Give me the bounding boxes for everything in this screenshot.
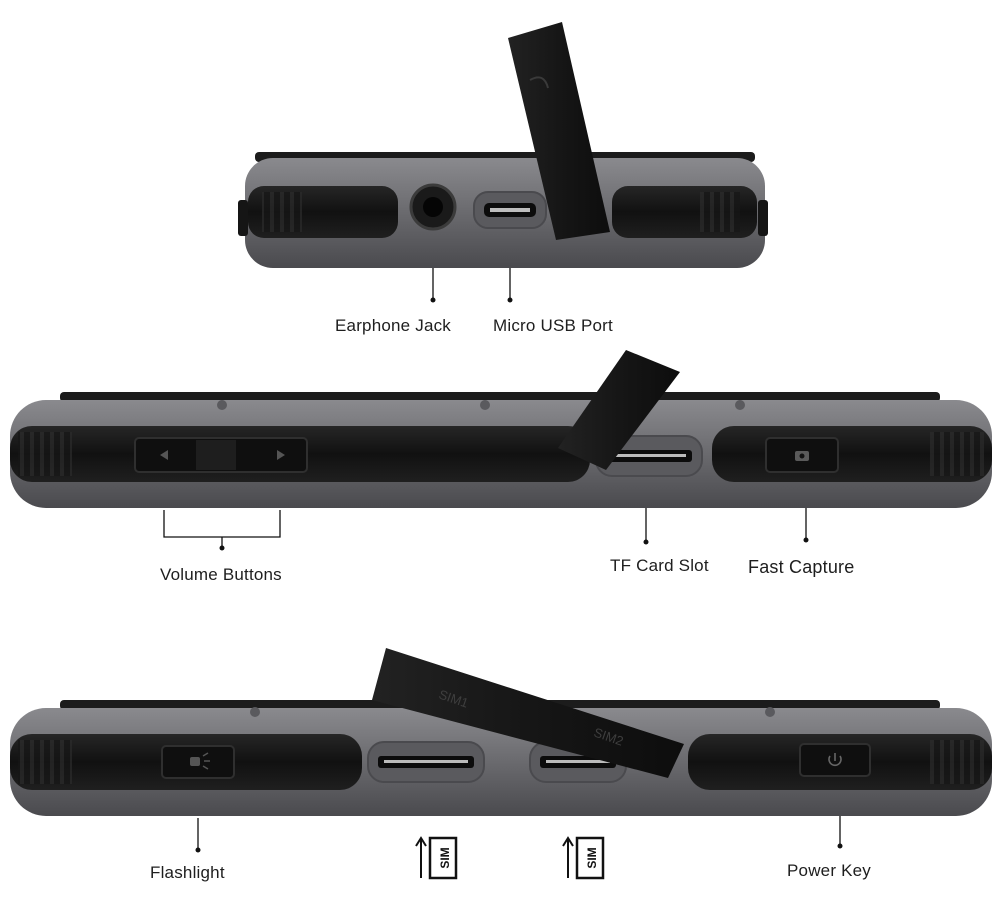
top-edge-view [238,22,768,303]
label-earphone-jack: Earphone Jack [335,316,452,335]
label-volume-buttons: Volume Buttons [160,565,282,584]
sim1-icon-text: SIM [438,847,452,868]
sim2-icon-text: SIM [585,847,599,868]
flashlight-icon [190,752,210,770]
volume-down-arrow-icon [160,450,168,460]
label-micro-usb-port: Micro USB Port [493,316,613,335]
bottom-edge-view: SIM1 SIM2 SIM [10,648,992,880]
sim1-card-icon: SIM [415,836,458,880]
label-power-key: Power Key [787,861,872,880]
label-tf-card-slot: TF Card Slot [610,556,709,575]
sim-slot-cover [372,648,684,778]
side-edge-view [10,350,992,551]
sim2-card-icon: SIM [562,836,605,880]
tf-slot-cover [558,350,680,470]
volume-up-arrow-icon [277,450,285,460]
power-key-button [799,743,871,777]
fast-capture-button [765,437,839,473]
usb-dust-cover [508,22,610,240]
volume-buttons [134,437,308,473]
flashlight-button [161,745,235,779]
power-icon [828,753,842,767]
label-fast-capture: Fast Capture [748,557,855,577]
label-flashlight: Flashlight [150,863,225,882]
